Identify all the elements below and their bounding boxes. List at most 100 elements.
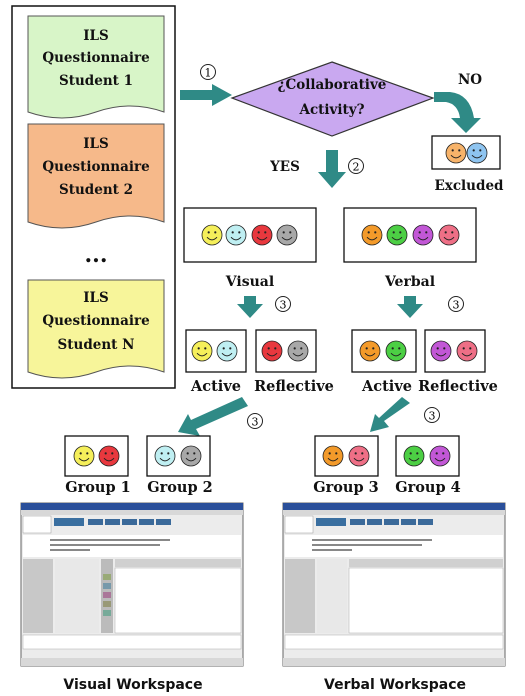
visual-label: Visual (225, 274, 274, 290)
verbal-ws-user-list (317, 559, 347, 633)
verbal-ws-tab-3 (384, 519, 399, 525)
verbal-ws-banner (316, 518, 346, 526)
verbal-workspace-screenshot (282, 502, 506, 667)
verbal-ws-tab-5 (418, 519, 433, 525)
step-3c-number: 3 (252, 416, 259, 429)
visual-ws-banner (54, 518, 84, 526)
visual-smiley-yellow (201, 224, 223, 246)
verbal-ws-statusbar (283, 658, 505, 666)
visual-ws-tab-2 (105, 519, 120, 525)
visual-reflective-smiley-gray (287, 340, 309, 362)
verbal-ws-tab-4 (401, 519, 416, 525)
arrow-visual-to-groups (178, 397, 248, 436)
visual-ws-palette-tool-3 (103, 592, 111, 598)
students-ellipsis: ... (85, 242, 108, 268)
arrow-yes (318, 150, 346, 188)
decision-diamond (230, 61, 435, 137)
visual-ws-chat (22, 634, 242, 650)
group-4-smiley-purple (429, 445, 451, 467)
group-1-smiley-yellow (73, 445, 95, 467)
visual-ws-statusbar (21, 658, 243, 666)
visual-reflective-label: Reflective (254, 378, 334, 395)
visual-ws-tab-1 (88, 519, 103, 525)
group-3-smiley-orange (322, 445, 344, 467)
group-4-smiley-green (403, 445, 425, 467)
step-3a-badge (275, 296, 291, 312)
step-2-badge (348, 158, 364, 174)
visual-ws-palette-tool-5 (103, 610, 111, 616)
visual-ws-logo (22, 515, 52, 534)
student-card-1-line3: Student 1 (59, 73, 133, 89)
visual-ws-toolbar (115, 559, 241, 567)
arrow-to-decision (180, 84, 232, 106)
student-card-2: ILS Questionnaire Student 2 (27, 123, 165, 229)
verbal-active-label: Active (361, 378, 412, 395)
step-3b-number: 3 (453, 299, 460, 312)
verbal-reflective-label: Reflective (418, 378, 498, 395)
group-2-label: Group 2 (147, 479, 213, 496)
verbal-ws-chat (284, 634, 504, 650)
visual-smiley-cyan (225, 224, 247, 246)
visual-ws-tab-4 (139, 519, 154, 525)
group-3-label: Group 3 (313, 479, 379, 496)
step-3a-number: 3 (280, 299, 287, 312)
student-card-1-shape (27, 15, 165, 119)
student-card-2-line3: Student 2 (59, 182, 133, 198)
no-label: NO (458, 72, 482, 88)
verbal-smiley-orange (361, 224, 383, 246)
step-3c-badge (247, 413, 263, 429)
group-1-smiley-red (98, 445, 120, 467)
verbal-smiley-pink (438, 224, 460, 246)
student-card-n-shape (27, 279, 165, 379)
visual-active-label: Active (190, 378, 241, 395)
verbal-workspace-label: Verbal Workspace (324, 677, 466, 693)
student-card-2-shape (27, 123, 165, 229)
group-3-smiley-pink (348, 445, 370, 467)
visual-smiley-gray (276, 224, 298, 246)
group-2-smiley-cyan (154, 445, 176, 467)
verbal-reflective-smiley-pink (456, 340, 478, 362)
verbal-label: Verbal (384, 274, 435, 290)
student-card-2-line1: ILS (83, 136, 109, 152)
student-card-1-line2: Questionnaire (42, 50, 149, 66)
visual-workspace-screenshot (20, 502, 244, 667)
student-card-n-line2: Questionnaire (42, 313, 149, 329)
visual-ws-titlebar (21, 503, 243, 510)
student-card-n-line3: Student N (58, 337, 135, 353)
visual-ws-tab-5 (156, 519, 171, 525)
visual-ws-tab-3 (122, 519, 137, 525)
student-card-2-line2: Questionnaire (42, 159, 149, 175)
group-2-smiley-gray (180, 445, 202, 467)
arrow-visual-split (237, 296, 263, 318)
verbal-active-smiley-orange (359, 340, 381, 362)
step-1-number: 1 (205, 67, 212, 80)
verbal-ws-question-line-3 (312, 549, 352, 551)
step-2-number: 2 (353, 161, 360, 174)
student-card-n-line1: ILS (83, 290, 109, 306)
verbal-active-smiley-green (385, 340, 407, 362)
verbal-ws-text-editor (348, 567, 504, 634)
verbal-smiley-purple (412, 224, 434, 246)
visual-ws-user-list (55, 559, 99, 633)
step-1-badge (200, 64, 216, 80)
verbal-reflective-smiley-purple (430, 340, 452, 362)
excluded-label: Excluded (435, 178, 505, 194)
student-card-n: ILS Questionnaire Student N (27, 279, 165, 379)
arrow-verbal-split (397, 296, 423, 318)
visual-ws-question-line-3 (50, 549, 90, 551)
student-card-1: ILS Questionnaire Student 1 (27, 15, 165, 119)
step-3b-badge (448, 296, 464, 312)
student-card-1-line1: ILS (83, 28, 109, 44)
visual-workspace-label: Visual Workspace (63, 677, 202, 693)
visual-ws-palette-tool-4 (103, 601, 111, 607)
verbal-ws-question-line-1 (312, 539, 432, 541)
yes-label: YES (269, 159, 300, 175)
arrow-no (434, 92, 481, 133)
visual-active-smiley-cyan (216, 340, 238, 362)
verbal-ws-toolbar (349, 559, 503, 567)
verbal-ws-tab-2 (367, 519, 382, 525)
excluded-smiley-orange (445, 142, 467, 164)
verbal-ws-logo (284, 515, 314, 534)
visual-ws-palette-tool-2 (103, 583, 111, 589)
